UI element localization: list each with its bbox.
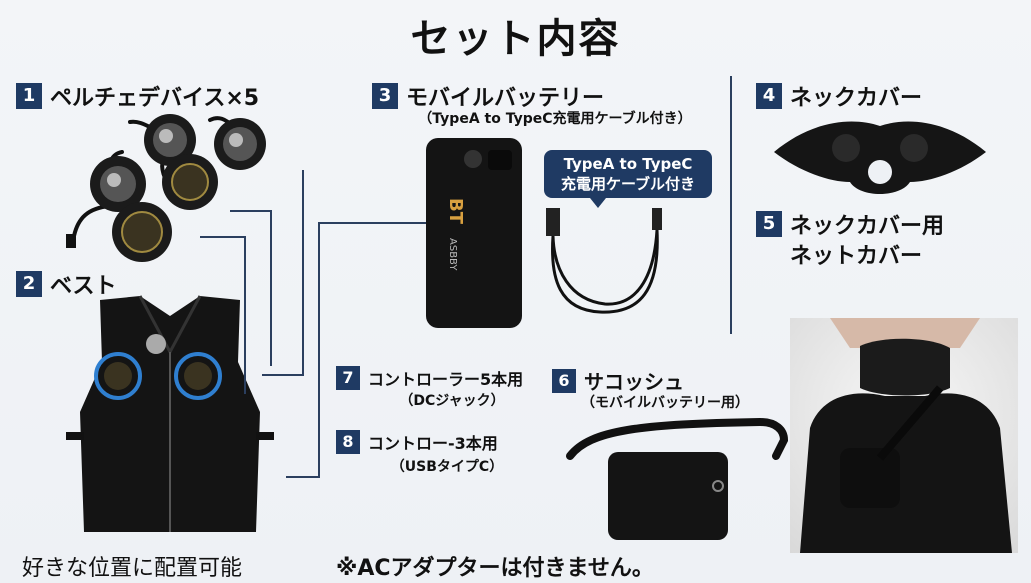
battery-brand: BT — [445, 198, 466, 224]
item-7-number: 7 — [336, 366, 360, 390]
item-3-subtitle: （TypeA to TypeC充電用ケーブル付き） — [418, 111, 692, 127]
mobile-battery-image: BT ASBBY — [426, 138, 522, 328]
item-2-number: 2 — [16, 271, 42, 297]
vest-image — [66, 295, 274, 532]
battery-display — [488, 150, 512, 170]
connector-line — [318, 222, 320, 478]
item-3-number: 3 — [372, 83, 398, 109]
item-1-number: 1 — [16, 83, 42, 109]
item-5-label-line2: ネットカバー — [790, 244, 923, 269]
item-7-subtitle: （DCジャック） — [399, 393, 505, 409]
sacoche-bag-image — [566, 417, 789, 540]
model-wearing-image — [800, 318, 1012, 553]
model-photo — [790, 318, 1018, 553]
item-4-number: 4 — [756, 83, 782, 109]
peltier-devices-image — [66, 114, 266, 262]
item-6-label: サコッシュ — [584, 370, 684, 394]
item-1-heading: 1 ペルチェデバイス×5 — [16, 80, 259, 112]
page-title: セット内容 — [410, 16, 621, 62]
connector-line — [302, 170, 304, 376]
item-6-subtitle: （モバイルバッテリー用） — [581, 395, 749, 411]
item-7-heading: 7 コントローラー5本用 — [336, 366, 523, 390]
item-1-label: ペルチェデバイス×5 — [50, 86, 260, 111]
item-8-number: 8 — [336, 430, 360, 454]
item-4-label: ネックカバー — [790, 86, 923, 111]
item-6-number: 6 — [552, 368, 576, 393]
item-8-label: コントロー-3本用 — [368, 434, 498, 453]
item-3-label: モバイルバッテリー — [406, 86, 605, 111]
item-8-heading: 8 コントロー-3本用 — [336, 430, 498, 454]
neck-cover-image — [774, 121, 986, 194]
ac-adapter-note: ※ACアダプターは付きません。 — [336, 556, 654, 581]
battery-model: ASBBY — [447, 238, 458, 271]
cable-bubble-line1: TypeA to TypeC — [563, 155, 693, 173]
connector-line — [270, 210, 272, 366]
item-2-label: ベスト — [50, 274, 117, 299]
item-5-heading: 5 ネックカバー用 — [756, 208, 944, 240]
connector-line — [244, 236, 246, 394]
connector-line — [200, 236, 246, 238]
connector-line — [318, 222, 426, 224]
item-6-heading: 6 サコッシュ — [552, 366, 684, 395]
divider-line — [730, 76, 732, 334]
cable-bubble-line2: 充電用ケーブル付き — [560, 175, 696, 193]
item-4-heading: 4 ネックカバー — [756, 80, 922, 112]
item-2-heading: 2 ベスト — [16, 268, 116, 300]
item-5-label-line1: ネックカバー用 — [790, 214, 945, 239]
cable-bubble: TypeA to TypeC 充電用ケーブル付き — [544, 150, 712, 208]
connector-line — [262, 374, 304, 376]
item-7-label: コントローラー5本用 — [368, 370, 524, 389]
item-5-number: 5 — [756, 211, 782, 237]
vest-placement-note: 好きな位置に配置可能 — [22, 556, 243, 581]
item-8-subtitle: （USBタイプC） — [390, 459, 504, 475]
connector-line — [286, 476, 320, 478]
usb-cable-image — [546, 208, 662, 314]
connector-line — [230, 210, 272, 212]
item-3-heading: 3 モバイルバッテリー — [372, 80, 604, 112]
battery-button-icon — [464, 150, 482, 168]
